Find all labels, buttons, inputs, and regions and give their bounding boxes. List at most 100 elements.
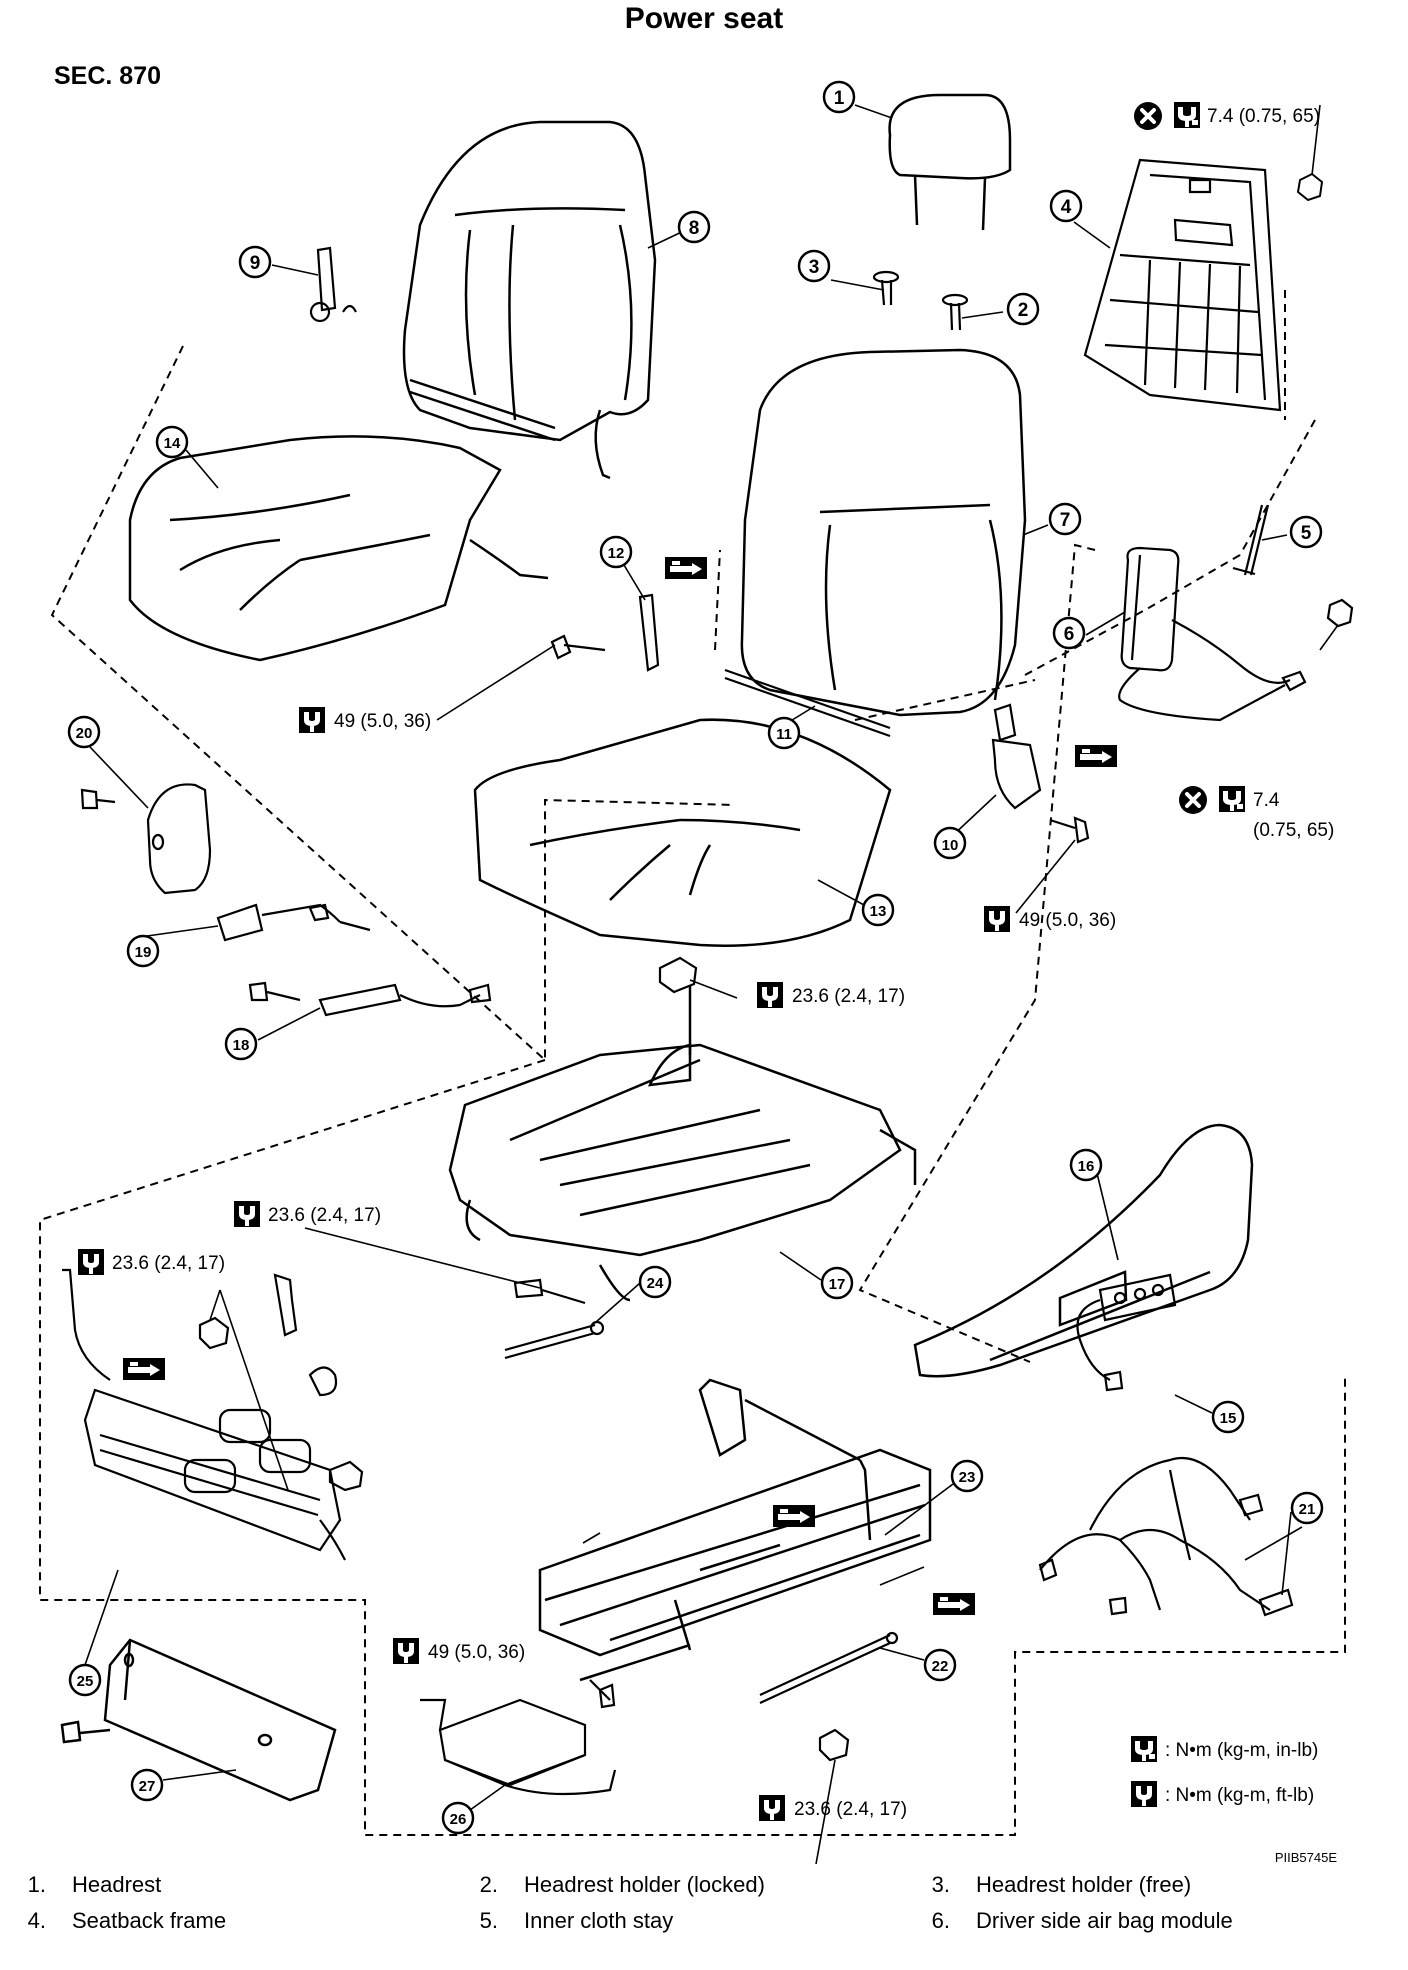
- callout-3: 3: [797, 249, 831, 283]
- callout-23: 23: [950, 1459, 984, 1493]
- callout-10: 10: [933, 826, 967, 860]
- under-seat-module-drawing: [420, 1679, 617, 1796]
- leader-lines: [84, 104, 1339, 1865]
- clip-drawing: [309, 246, 357, 323]
- seatback-cushion-drawing: [740, 348, 1027, 717]
- part-item: 6.Driver side air bag module: [931, 1908, 1233, 1933]
- grease-point-icon: [933, 1593, 975, 1615]
- torque-spec-nut-25: 23.6 (2.4, 17): [112, 1253, 225, 1274]
- torque-spec-nut-side: 7.4: [1253, 790, 1280, 811]
- callout-2: 2: [1006, 292, 1040, 326]
- svg-text:21: 21: [1299, 1501, 1316, 1518]
- svg-text:1: 1: [834, 88, 845, 109]
- svg-text:9: 9: [250, 253, 261, 274]
- link-rod-drawing: [504, 1278, 605, 1360]
- svg-text:26: 26: [450, 1811, 467, 1828]
- torque-wrench-icon: [1131, 1781, 1157, 1807]
- callout-5: 5: [1289, 515, 1323, 549]
- torque-wrench-icon: [1131, 1736, 1157, 1762]
- callout-27: 27: [130, 1768, 164, 1802]
- part-name: Driver side air bag module: [976, 1908, 1233, 1933]
- legend-ft-lb: : N•m (kg-m, ft-lb): [1165, 1785, 1314, 1806]
- seat-adjuster-drawing: [538, 1378, 932, 1682]
- part-item: 4.Seatback frame: [27, 1908, 227, 1933]
- svg-text:11: 11: [776, 726, 792, 743]
- wiring-harness-drawing: [1038, 1456, 1294, 1617]
- parts-list: 1.Headrest 2.Headrest holder (locked) 3.…: [0, 1872, 1408, 1970]
- callout-11: 11: [767, 716, 801, 750]
- svg-text:19: 19: [135, 944, 152, 961]
- svg-text:4: 4: [1061, 197, 1072, 218]
- torque-spec-nut-17: 23.6 (2.4, 17): [792, 986, 905, 1007]
- part-name: Inner cloth stay: [524, 1908, 674, 1933]
- headrest-drawing: [888, 93, 1012, 231]
- callout-26: 26: [441, 1801, 475, 1835]
- torque-wrench-icon: [299, 707, 325, 733]
- section-label: SEC. 870: [54, 62, 162, 90]
- torque-wrench-icon: [78, 1249, 104, 1275]
- svg-text:17: 17: [829, 1276, 846, 1293]
- callout-13: 13: [861, 893, 895, 927]
- seat-cushion-trim-drawing: [473, 718, 892, 947]
- svg-text:6: 6: [1064, 624, 1075, 645]
- callout-24: 24: [638, 1265, 672, 1299]
- part-item: 5.Inner cloth stay: [479, 1908, 674, 1933]
- callout-20: 20: [67, 715, 101, 749]
- torque-wrench-icon: [1219, 786, 1245, 812]
- part-item: 3.Headrest holder (free): [931, 1872, 1192, 1897]
- nut-drawing-2: [658, 956, 698, 994]
- svg-text:2: 2: [1018, 300, 1029, 321]
- seat-motor-assembly-drawing: [62, 1268, 364, 1561]
- callout-22: 22: [923, 1648, 957, 1682]
- torque-wrench-icon: [1174, 102, 1200, 128]
- callout-1: 1: [822, 80, 856, 114]
- callout-7: 7: [1048, 502, 1082, 536]
- do-not-reuse-icon: [1133, 101, 1163, 131]
- rod-drawing: [724, 668, 891, 738]
- callout-4: 4: [1049, 189, 1083, 223]
- part-name: Seatback frame: [72, 1908, 227, 1933]
- torque-wrench-icon: [234, 1201, 260, 1227]
- svg-text:5: 5: [1301, 523, 1312, 544]
- torque-legend: : N•m (kg-m, in-lb) : N•m (kg-m, ft-lb): [1131, 1736, 1318, 1807]
- grease-points: [123, 557, 1117, 1615]
- exploded-diagram: 1 2 3 4 5 6 7 8 9 10 11 12 13 14 15 16 1…: [39, 80, 1354, 1865]
- callout-21: 21: [1290, 1491, 1324, 1525]
- grease-point-icon: [1075, 745, 1117, 767]
- buckle-drawing: [216, 903, 371, 942]
- seat-switch-drawing: [248, 981, 492, 1017]
- legend-in-lb: : N•m (kg-m, in-lb): [1165, 1740, 1318, 1761]
- svg-text:24: 24: [647, 1275, 664, 1292]
- air-bag-module-drawing: [1118, 546, 1354, 722]
- callout-19: 19: [126, 934, 160, 968]
- callout-18: 18: [224, 1027, 258, 1061]
- svg-text:7: 7: [1060, 510, 1071, 531]
- callout-14: 14: [155, 425, 189, 459]
- callout-16: 16: [1069, 1148, 1103, 1182]
- torque-wrench-icon: [759, 1795, 785, 1821]
- part-item: 2.Headrest holder (locked): [479, 1872, 765, 1897]
- callout-9: 9: [238, 245, 272, 279]
- callout-markers: 1 2 3 4 5 6 7 8 9 10 11 12 13 14 15 16 1…: [67, 80, 1324, 1835]
- do-not-reuse-icon: [1178, 785, 1208, 815]
- torque-spec-bolt-12: 49 (5.0, 36): [334, 711, 431, 732]
- svg-text:10: 10: [942, 837, 959, 854]
- callout-12: 12: [599, 535, 633, 569]
- inner-cloth-stay-drawing: [1232, 504, 1270, 576]
- headrest-holders-drawing: [872, 270, 969, 331]
- callout-8: 8: [677, 210, 711, 244]
- torque-spec-bolt-23: 49 (5.0, 36): [428, 1642, 525, 1663]
- svg-text:22: 22: [932, 1658, 949, 1675]
- page-title: Power seat: [624, 2, 784, 35]
- grease-point-icon: [123, 1358, 165, 1380]
- svg-text:3: 3: [809, 257, 820, 278]
- torque-spec-bolt-22: 23.6 (2.4, 17): [794, 1799, 907, 1820]
- svg-text:14: 14: [164, 435, 181, 452]
- svg-text:25: 25: [77, 1673, 94, 1690]
- link-rod-drawing-2: [759, 1631, 899, 1762]
- torque-spec-bolt-24: 23.6 (2.4, 17): [268, 1205, 381, 1226]
- part-name: Headrest holder (locked): [524, 1872, 765, 1897]
- svg-text:16: 16: [1078, 1158, 1095, 1175]
- power-seat-switch-drawing: [1076, 1273, 1177, 1392]
- seat-cushion-pad-drawing: [128, 435, 549, 662]
